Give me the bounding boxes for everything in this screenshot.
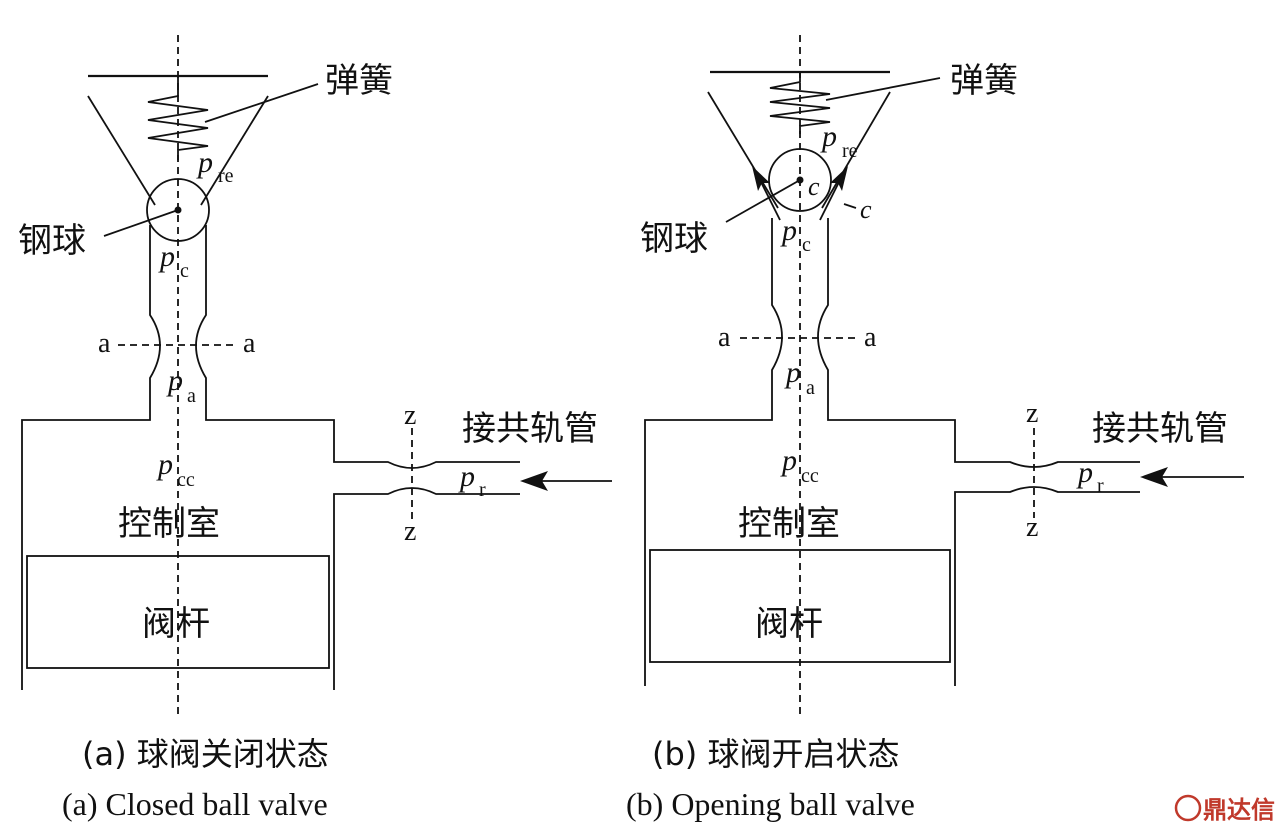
cone-left-b <box>707 91 779 209</box>
label-common-rail-a: 接共轨管 <box>462 409 598 449</box>
label-p-a-sub-a: a <box>187 385 196 407</box>
flow-c-leader-b <box>843 203 857 209</box>
label-p-r-b: p <box>1076 456 1093 489</box>
label-section-a-right-a: a <box>243 328 256 359</box>
spring-b <box>769 72 831 134</box>
label-flow-c-right-b: c <box>860 195 872 224</box>
label-p-a-sub-b: a <box>806 377 815 399</box>
label-spring-b: 弹簧 <box>950 61 1018 101</box>
channel-right-wall-top <box>195 225 520 469</box>
label-p-re-sub-a: re <box>218 165 234 187</box>
caption-b-en: (b) Opening ball valve <box>626 786 915 822</box>
flow-left-head <box>752 166 770 191</box>
label-spring-a: 弹簧 <box>325 61 393 101</box>
label-z-bottom-a: z <box>404 516 416 547</box>
label-flow-c-left-b: c <box>808 172 820 201</box>
ball-leader-b <box>725 179 801 223</box>
inlet-arrowhead-b <box>1140 467 1168 487</box>
label-p-re-sub-b: re <box>842 140 858 162</box>
label-section-a-left-a: a <box>98 328 111 359</box>
label-common-rail-b: 接共轨管 <box>1092 409 1228 449</box>
panel-b-open: 弹簧 钢球 p re c c p c a a p a p cc 控制室 阀杆 z… <box>626 35 1244 822</box>
label-p-c-a: p <box>158 240 175 273</box>
channel-right-wall-bottom-b <box>954 486 1140 686</box>
caption-b-cn: (b) 球阀开启状态 <box>652 735 899 773</box>
label-ball-b: 钢球 <box>640 219 708 259</box>
label-ball-a: 钢球 <box>18 221 86 261</box>
label-p-cc-sub-b: cc <box>801 465 819 487</box>
panel-a-closed: 弹簧 钢球 p re p c a a p a p cc 控制室 阀杆 z z p… <box>18 35 612 822</box>
flow-left <box>759 179 781 221</box>
channel-right-wall-bottom <box>333 487 520 690</box>
cone-right-b <box>821 91 891 209</box>
cone-left <box>87 95 156 206</box>
spring-leader-a <box>204 83 319 123</box>
flow-right-head <box>830 166 848 191</box>
label-p-r-sub-a: r <box>479 479 486 501</box>
label-z-top-a: z <box>404 400 416 431</box>
channel-left-wall-b <box>644 218 783 686</box>
label-p-c-sub-a: c <box>180 260 189 282</box>
label-p-c-sub-b: c <box>802 234 811 256</box>
watermark-text: 鼎达信 <box>1203 796 1275 824</box>
label-section-a-right-b: a <box>864 322 877 353</box>
label-z-bottom-b: z <box>1026 512 1038 543</box>
label-valve-rod-b: 阀杆 <box>755 604 823 644</box>
label-z-top-b: z <box>1026 398 1038 429</box>
spring-leader-b <box>825 77 941 101</box>
label-p-re-a: p <box>196 146 213 179</box>
label-p-r-a: p <box>458 460 475 493</box>
channel-right-wall-top-b <box>817 218 1140 468</box>
label-valve-rod-a: 阀杆 <box>142 604 210 644</box>
label-p-cc-a: p <box>156 448 173 481</box>
label-control-room-a: 控制室 <box>118 504 220 544</box>
cone-right <box>200 95 269 206</box>
flow-right <box>819 179 841 221</box>
label-p-cc-b: p <box>780 444 797 477</box>
caption-a-cn: (a) 球阀关闭状态 <box>82 735 329 773</box>
label-p-a-a: p <box>166 364 183 397</box>
label-p-r-sub-b: r <box>1097 475 1104 497</box>
label-p-cc-sub-a: cc <box>177 469 195 491</box>
label-control-room-b: 控制室 <box>738 504 840 544</box>
watermark-logo-icon <box>1174 794 1202 822</box>
label-section-a-left-b: a <box>718 322 731 353</box>
channel-left-wall <box>21 225 161 690</box>
ball-leader-a <box>103 209 179 237</box>
label-p-re-b: p <box>820 120 837 153</box>
label-p-c-b: p <box>780 214 797 247</box>
watermark: 鼎达信 <box>1174 794 1275 824</box>
inlet-arrowhead-a <box>520 471 548 491</box>
label-p-a-b: p <box>784 356 801 389</box>
caption-a-en: (a) Closed ball valve <box>62 786 328 822</box>
